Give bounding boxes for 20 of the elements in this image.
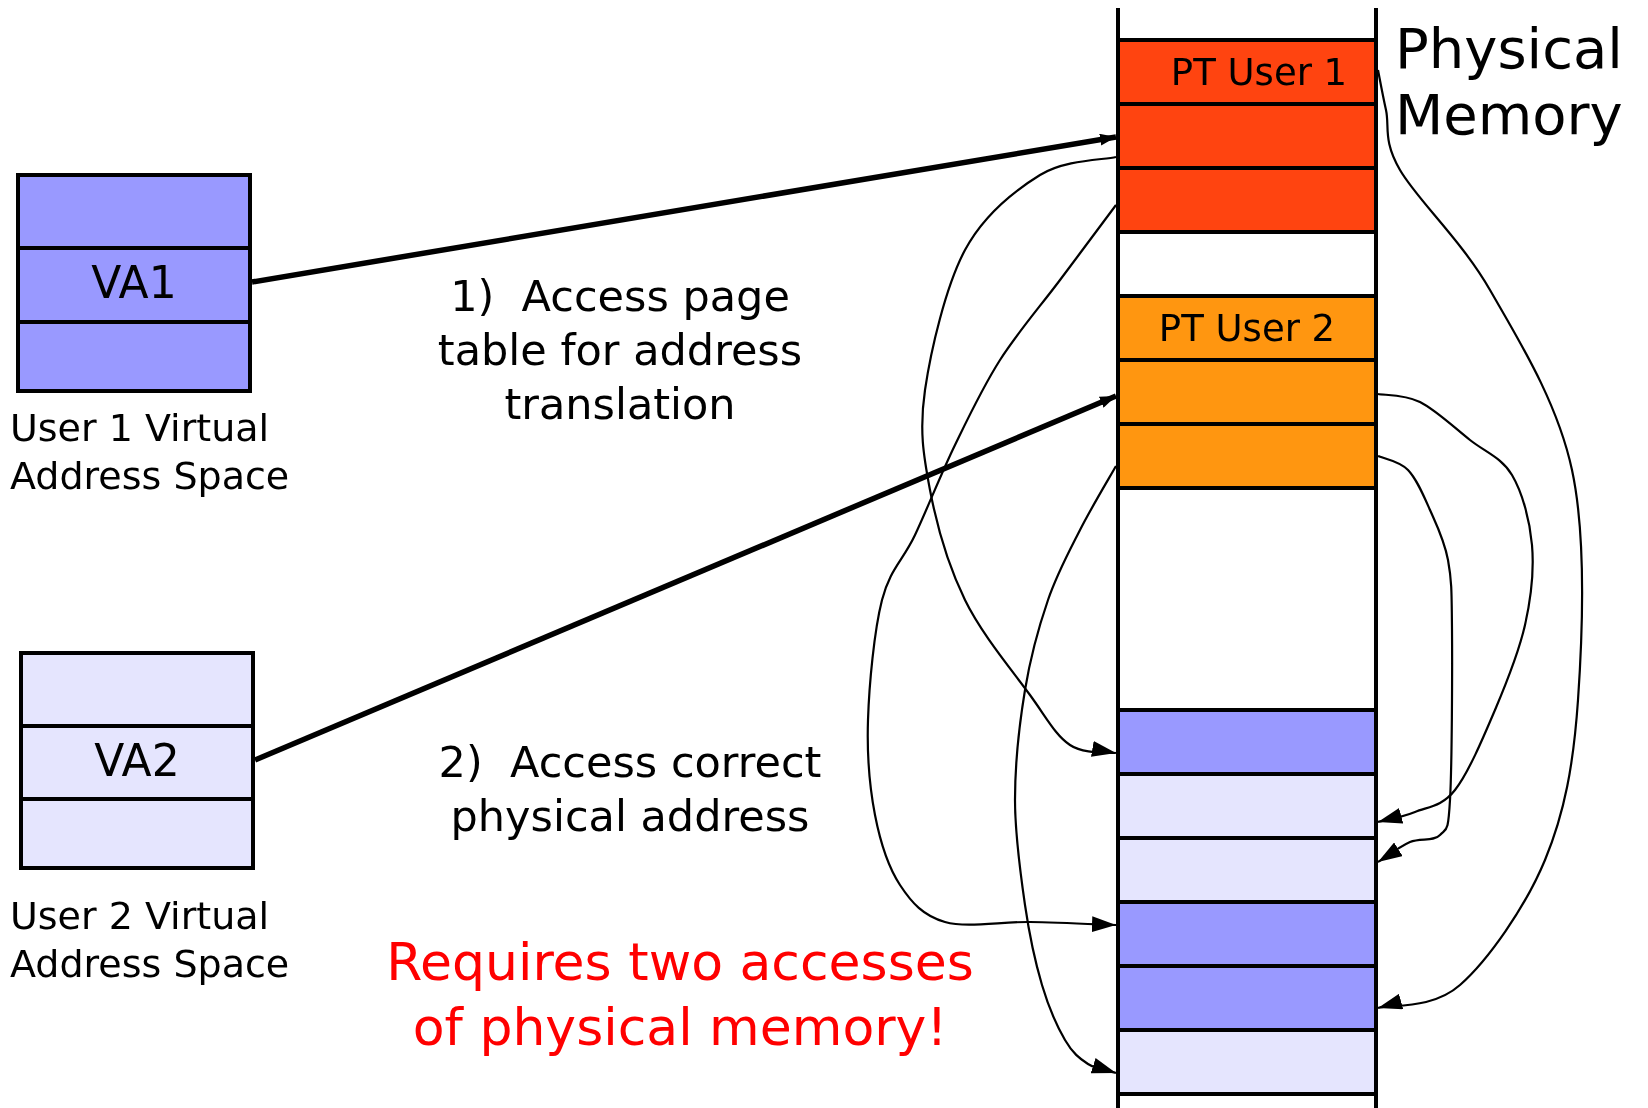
step-note: 1) Access page table for address translation [436, 270, 804, 431]
address-label: VA1 [91, 261, 177, 305]
arrow [1376, 69, 1584, 1012]
address-label: VA2 [94, 738, 180, 783]
memory-label: Physical Memory [1395, 16, 1624, 148]
address-space-box [16, 173, 252, 393]
row-label: PT User 1 [1170, 53, 1348, 91]
memory-column [1116, 8, 1378, 1108]
arrow [921, 155, 1117, 759]
arrow [1377, 392, 1534, 824]
warning-note: Requires two accesses of physical memory! [385, 931, 975, 1059]
arrow [866, 204, 1117, 933]
address-space-box [19, 651, 255, 870]
address-space-label: User 1 Virtual Address Space [10, 405, 291, 501]
row-label: PT User 2 [1158, 309, 1336, 347]
arrow [1013, 465, 1117, 1075]
arrow [1377, 454, 1454, 863]
arrow [251, 133, 1117, 285]
step-note: 2) Access correct physical address [437, 736, 823, 843]
address-space-label: User 2 Virtual Address Space [10, 893, 291, 989]
